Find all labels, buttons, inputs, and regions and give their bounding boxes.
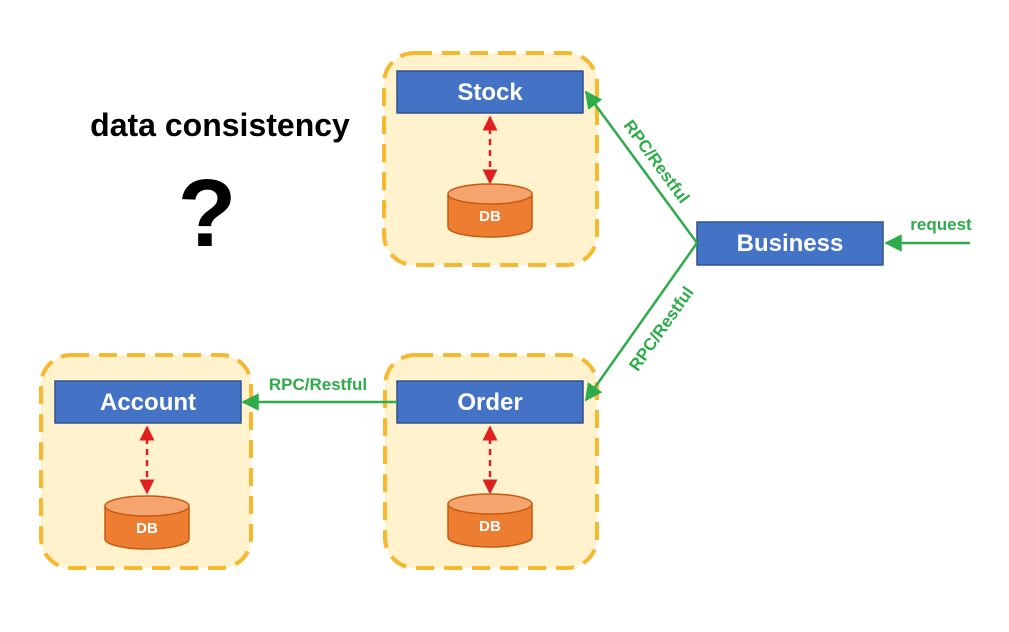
account-db-cylinder[interactable]: DB xyxy=(104,495,190,550)
order-service-label: Order xyxy=(457,389,522,416)
business-to-order-arrow xyxy=(584,242,699,402)
order-db-cylinder[interactable]: DB xyxy=(447,493,533,548)
headline-text: data consistency xyxy=(90,107,350,143)
stock-db-cylinder[interactable]: DB xyxy=(447,183,533,238)
order-service-group: Order DB xyxy=(383,353,599,570)
order-service-box[interactable]: Order xyxy=(396,380,584,424)
stock-service-group: Stock DB xyxy=(382,51,599,267)
order-db-label: DB xyxy=(479,518,501,535)
request-label: request xyxy=(910,215,972,234)
account-service-group: Account DB xyxy=(39,353,253,570)
question-mark: ? xyxy=(178,160,237,267)
business-service-label: Business xyxy=(737,230,844,257)
business-service-box[interactable]: Business xyxy=(696,221,884,266)
account-db-label: DB xyxy=(136,520,158,537)
stock-service-box[interactable]: Stock xyxy=(396,70,584,114)
order-to-account-label: RPC/Restful xyxy=(269,375,367,394)
stock-service-label: Stock xyxy=(457,79,523,106)
business-to-stock-arrow xyxy=(584,90,699,244)
account-service-label: Account xyxy=(100,389,196,416)
account-service-box[interactable]: Account xyxy=(54,380,242,424)
stock-db-label: DB xyxy=(479,208,501,225)
business-to-stock-label: RPC/Restful xyxy=(620,117,693,207)
